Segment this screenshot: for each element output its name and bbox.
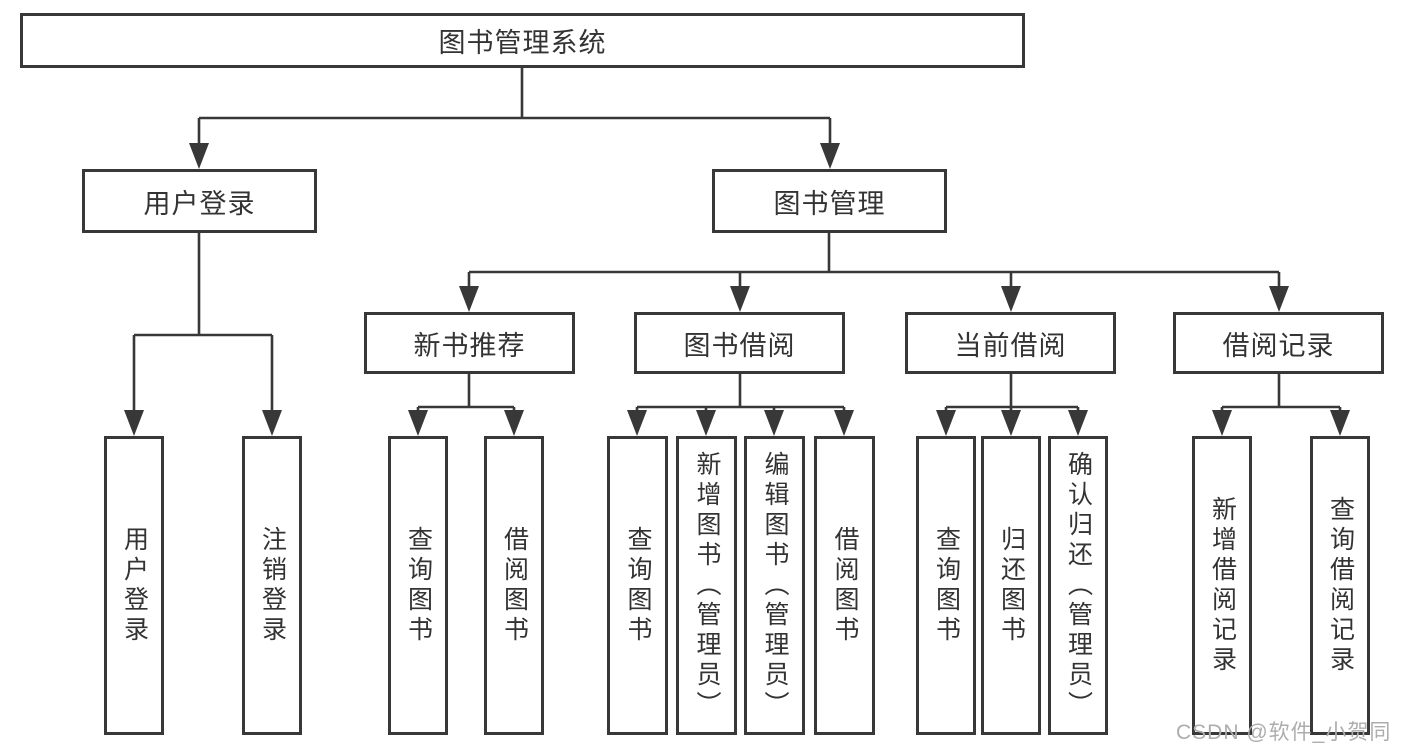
arrowhead <box>834 410 854 436</box>
leaf-add-borrow-record: 新增借阅记录 <box>1192 436 1252 735</box>
node-current-borrow: 当前借阅 <box>905 312 1116 374</box>
node-user-login: 用户登录 <box>82 169 317 233</box>
arrowhead <box>936 410 956 436</box>
node-book-management: 图书管理 <box>712 169 947 233</box>
arrowhead <box>504 410 524 436</box>
arrowhead <box>1001 286 1021 312</box>
leaf-edit-book-admin: 编辑图书（管理员） <box>744 436 805 735</box>
leaf-borrow-query-book: 查询图书 <box>607 436 668 735</box>
node-book-borrow: 图书借阅 <box>634 312 845 374</box>
arrowhead <box>1001 410 1021 436</box>
arrowhead <box>730 286 750 312</box>
leaf-current-query-book: 查询图书 <box>916 436 976 735</box>
arrowhead <box>124 410 144 436</box>
watermark: CSDN @软件_小贺同学 <box>1176 721 1392 744</box>
leaf-confirm-return-admin: 确认归还（管理员） <box>1048 436 1108 735</box>
leaf-logout: 注销登录 <box>242 436 302 735</box>
leaf-borrow-book: 借阅图书 <box>814 436 875 735</box>
arrowhead <box>1212 410 1232 436</box>
arrowhead <box>1068 410 1088 436</box>
connector-new-book-children <box>408 374 524 436</box>
leaf-query-borrow-record: 查询借阅记录 <box>1310 436 1370 735</box>
leaf-new-borrow-book: 借阅图书 <box>484 436 544 735</box>
node-root: 图书管理系统 <box>20 13 1025 68</box>
connector-root-to-level1 <box>189 68 840 169</box>
leaf-new-query-book: 查询图书 <box>388 436 448 735</box>
arrowhead <box>696 410 716 436</box>
connector-borrow-record-children <box>1212 374 1350 436</box>
connector-user-login-children <box>124 233 282 436</box>
connector-book-management-children <box>459 233 1289 312</box>
arrowhead <box>459 286 479 312</box>
connector-book-borrow-children <box>627 374 854 436</box>
arrowhead <box>189 143 209 169</box>
leaf-add-book-admin: 新增图书（管理员） <box>676 436 737 735</box>
connector-current-borrow-children <box>936 374 1088 436</box>
leaf-user-login: 用户登录 <box>104 436 164 735</box>
arrowhead <box>262 410 282 436</box>
arrowhead <box>764 410 784 436</box>
arrowhead <box>1269 286 1289 312</box>
leaf-return-book: 归还图书 <box>981 436 1041 735</box>
arrowhead <box>627 410 647 436</box>
arrowhead <box>820 143 840 169</box>
arrowhead <box>1330 410 1350 436</box>
node-borrow-record: 借阅记录 <box>1173 312 1384 374</box>
node-new-book-recommend: 新书推荐 <box>364 312 575 374</box>
arrowhead <box>408 410 428 436</box>
